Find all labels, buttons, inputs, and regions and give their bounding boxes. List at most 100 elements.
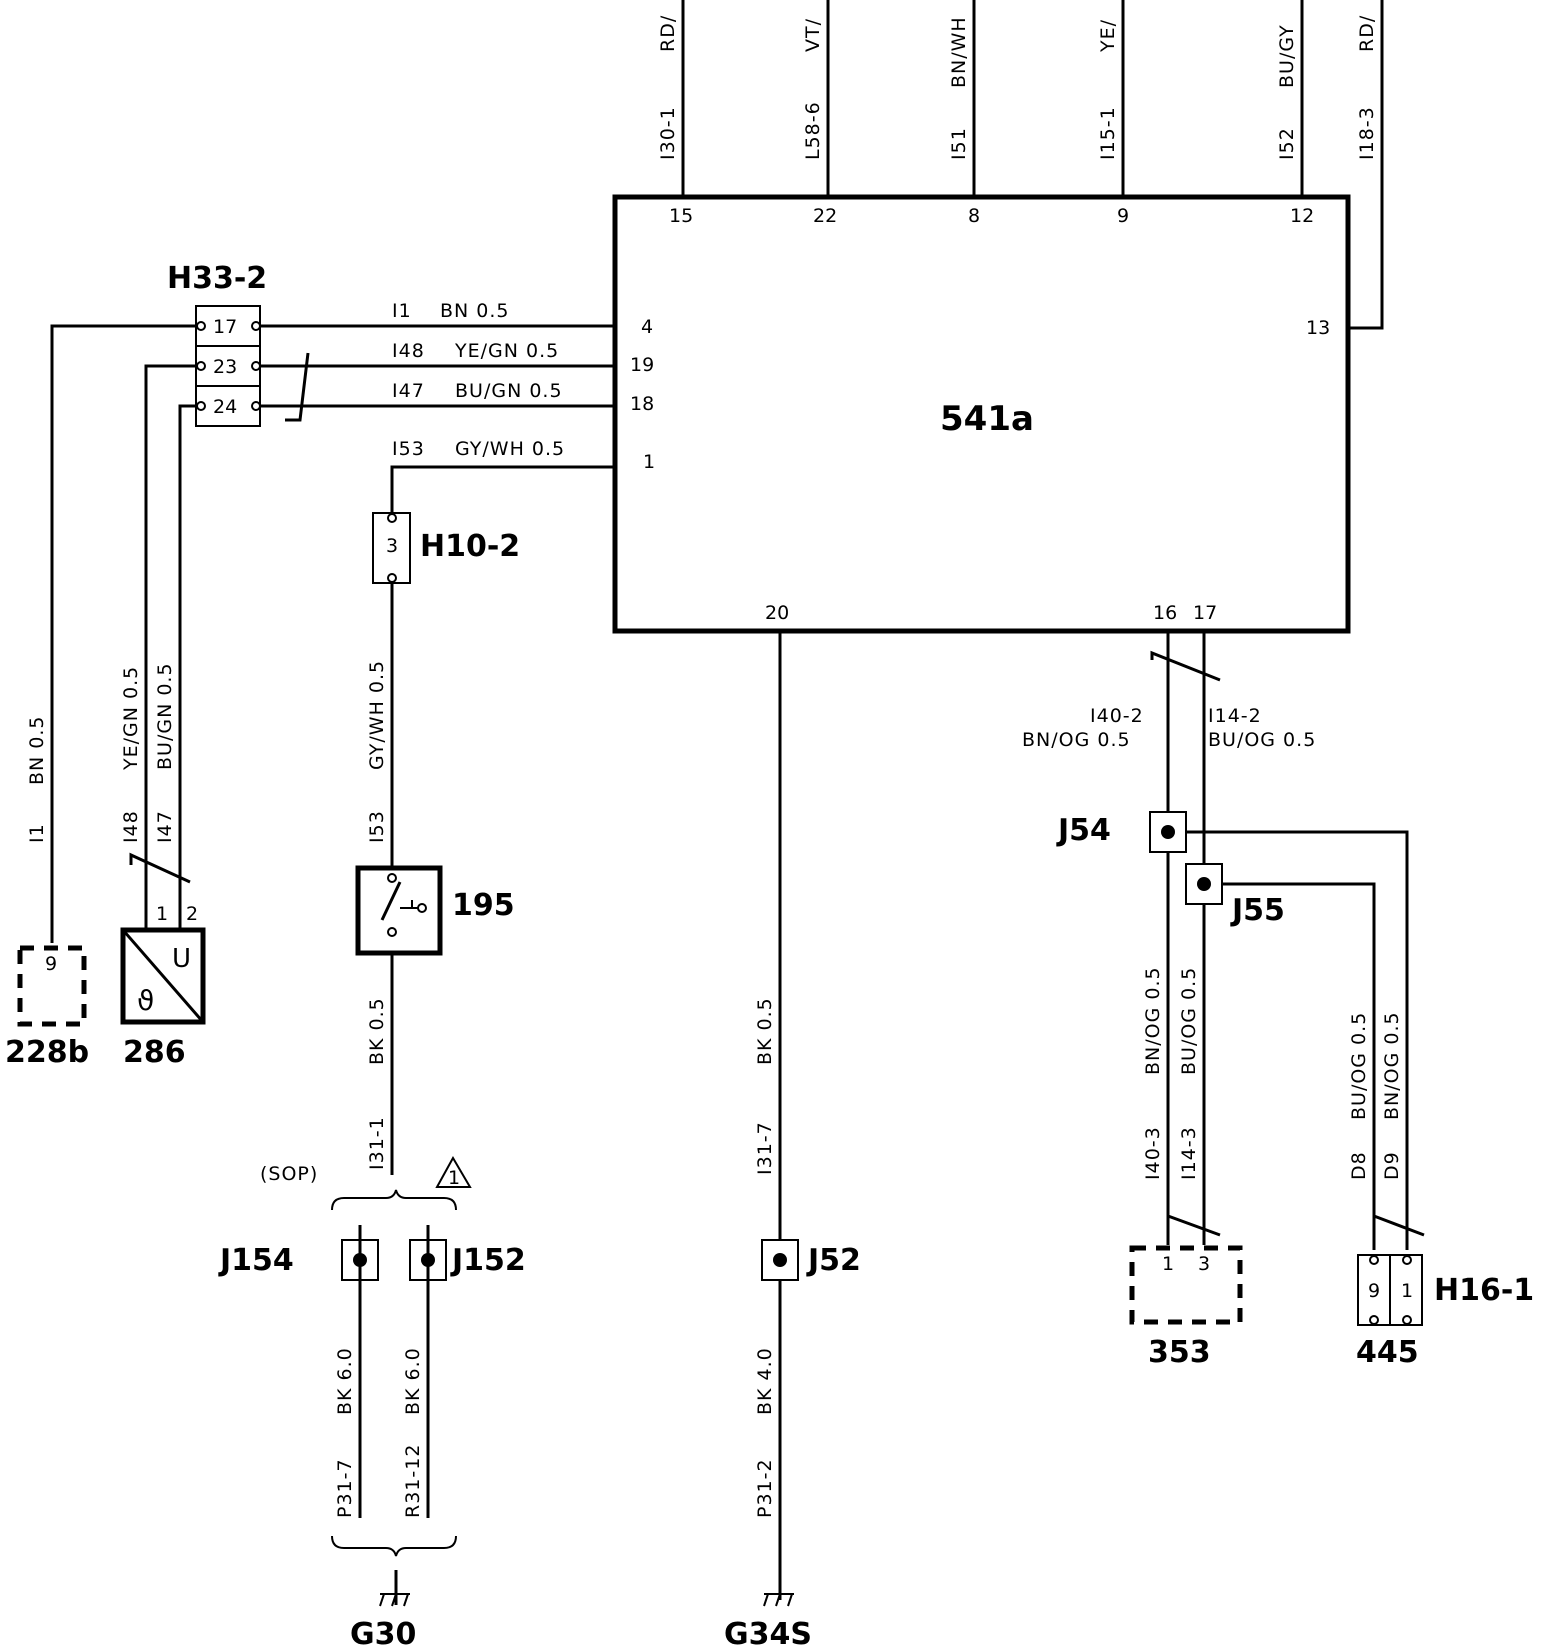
connector-228b: 9 228b <box>5 945 89 1070</box>
pin-8: 8 <box>968 205 980 227</box>
wire-i53-code: I53 <box>392 438 425 460</box>
sensor-theta: ϑ <box>137 984 154 1017</box>
g30-label: G30 <box>350 1617 416 1648</box>
pin-22: 22 <box>813 205 837 227</box>
pin-19: 19 <box>630 354 654 376</box>
vertical-right-labels: BN/OG 0.5 I40-3 BU/OG 0.5 I14-3 BU/OG 0.… <box>1142 966 1403 1180</box>
module-label: 541a <box>940 399 1034 439</box>
j52-upper-code: I31-7 <box>754 1121 776 1175</box>
switch-label: 195 <box>452 888 515 923</box>
top-wire-labels: I30-1 RD/ L58-6 VT/ I51 BN/WH I15-1 YE/ … <box>657 15 1378 160</box>
wire-code-i30-1: I30-1 <box>657 106 679 160</box>
pin-20: 20 <box>765 602 789 624</box>
splice-j52: BK 0.5 I31-7 J52 BK 4.0 P31-2 <box>754 631 861 1600</box>
wire-i53-spec: GY/WH 0.5 <box>455 438 565 460</box>
wire-i14-2-code: I14-2 <box>1208 705 1262 727</box>
j52-label: J52 <box>806 1243 861 1278</box>
wire-color-ye: YE/ <box>1097 19 1119 53</box>
v-bugn-spec: BU/GN 0.5 <box>154 662 176 770</box>
v-yegn-spec: YE/GN 0.5 <box>120 666 142 771</box>
pin-1: 1 <box>643 451 655 473</box>
v-bn-spec: BN 0.5 <box>26 715 48 785</box>
v-d9-spec: BN/OG 0.5 <box>1381 1011 1403 1120</box>
warning-number: 1 <box>448 1167 460 1189</box>
h16-pin-9: 9 <box>1368 1280 1380 1302</box>
top-wires <box>681 0 1384 330</box>
h33-pin-24: 24 <box>213 396 237 418</box>
sensor-286: 1 2 U ϑ 286 <box>120 903 206 1070</box>
pin-12: 12 <box>1290 205 1314 227</box>
wire-i40-2-code: I40-2 <box>1090 705 1144 727</box>
v-bnog-spec: BN/OG 0.5 <box>1142 966 1164 1075</box>
component-445-label: 445 <box>1356 1335 1419 1370</box>
wire-i48-spec: YE/GN 0.5 <box>454 340 559 362</box>
conn353-pin-3: 3 <box>1198 1253 1210 1275</box>
h16-pin-1: 1 <box>1401 1280 1413 1302</box>
v-i1-code: I1 <box>26 823 48 843</box>
wire-code-i51: I51 <box>948 127 970 160</box>
j52-lower-spec: BK 4.0 <box>754 1347 776 1415</box>
v-buog-spec: BU/OG 0.5 <box>1178 967 1200 1075</box>
v-i47-code: I47 <box>154 810 176 843</box>
sensor-label: 286 <box>123 1035 186 1070</box>
ground-g30: G30 <box>331 1535 457 1648</box>
v-i40-3-code: I40-3 <box>1142 1126 1164 1180</box>
warning-icon <box>435 1155 472 1188</box>
wire-i1-code: I1 <box>392 300 412 322</box>
j52-upper-spec: BK 0.5 <box>754 997 776 1065</box>
wire-color-bugy: BU/GY <box>1276 24 1298 88</box>
h33-label: H33-2 <box>167 261 267 296</box>
pin-18: 18 <box>630 393 654 415</box>
v-i53-code: I53 <box>366 810 388 843</box>
v-gywh-spec: GY/WH 0.5 <box>366 660 388 770</box>
sensor-pin-2: 2 <box>186 903 198 925</box>
right-wires: I40-2 BN/OG 0.5 I14-2 BU/OG 0.5 <box>1022 631 1316 1245</box>
splice-j152: J152 BK 6.0 R31-12 <box>402 1225 526 1518</box>
j52-lower-code: P31-2 <box>754 1458 776 1518</box>
splice-j54: J54 <box>1056 811 1409 1250</box>
sop-group: (SOP) 1 <box>260 1155 472 1211</box>
v-bk-spec: BK 0.5 <box>366 997 388 1065</box>
v-d8-code: D8 <box>1348 1151 1370 1180</box>
v-i31-1-code: I31-1 <box>366 1116 388 1170</box>
splice-j55: J55 <box>1185 863 1376 1250</box>
connector-h33-2: H33-2 17 23 24 <box>167 261 267 427</box>
wire-code-l58-6: L58-6 <box>802 101 824 160</box>
j154-label: J154 <box>218 1243 294 1278</box>
pin-16: 16 <box>1153 602 1177 624</box>
splice-j154: J154 BK 6.0 P31-7 <box>218 1225 379 1518</box>
wire-color-vt: VT/ <box>802 18 824 52</box>
h16-label: H16-1 <box>1434 1273 1534 1308</box>
pin-17: 17 <box>1193 602 1217 624</box>
ground-g34s: G34S <box>724 1593 812 1648</box>
wire-code-i15-1: I15-1 <box>1097 106 1119 160</box>
vertical-left-labels: BN 0.5 I1 YE/GN 0.5 I48 BU/GN 0.5 I47 <box>26 662 176 843</box>
j54-label: J54 <box>1056 813 1111 848</box>
wire-i14-2-spec: BU/OG 0.5 <box>1208 729 1316 751</box>
j152-spec: BK 6.0 <box>402 1347 424 1415</box>
pin-13: 13 <box>1306 317 1330 339</box>
v-i14-3-code: I14-3 <box>1178 1126 1200 1180</box>
g34s-label: G34S <box>724 1617 812 1648</box>
wire-i47-code: I47 <box>392 380 425 402</box>
v-d8-spec: BU/OG 0.5 <box>1348 1012 1370 1120</box>
h10-pin: 3 <box>386 535 398 557</box>
connector-353: 1 3 353 <box>1129 1213 1243 1370</box>
j152-label: J152 <box>450 1243 526 1278</box>
wire-code-i18-3: I18-3 <box>1356 106 1378 160</box>
j154-spec: BK 6.0 <box>334 1347 356 1415</box>
conn353-label: 353 <box>1148 1335 1211 1370</box>
wire-i48-code: I48 <box>392 340 425 362</box>
j152-code: R31-12 <box>402 1444 424 1518</box>
j154-code: P31-7 <box>334 1458 356 1518</box>
switch-195: GY/WH 0.5 I53 195 BK 0.5 I31-1 <box>355 583 515 1175</box>
connector-h10-2: 3 H10-2 <box>372 512 520 584</box>
h33-pin-23: 23 <box>213 356 237 378</box>
wire-code-i52: I52 <box>1276 127 1298 160</box>
wire-color-rd-2: RD/ <box>1356 15 1378 52</box>
wire-i1-spec: BN 0.5 <box>440 300 510 322</box>
wire-color-rd: RD/ <box>657 15 679 52</box>
h33-wires <box>50 324 615 943</box>
h33-pin-17: 17 <box>213 316 237 338</box>
